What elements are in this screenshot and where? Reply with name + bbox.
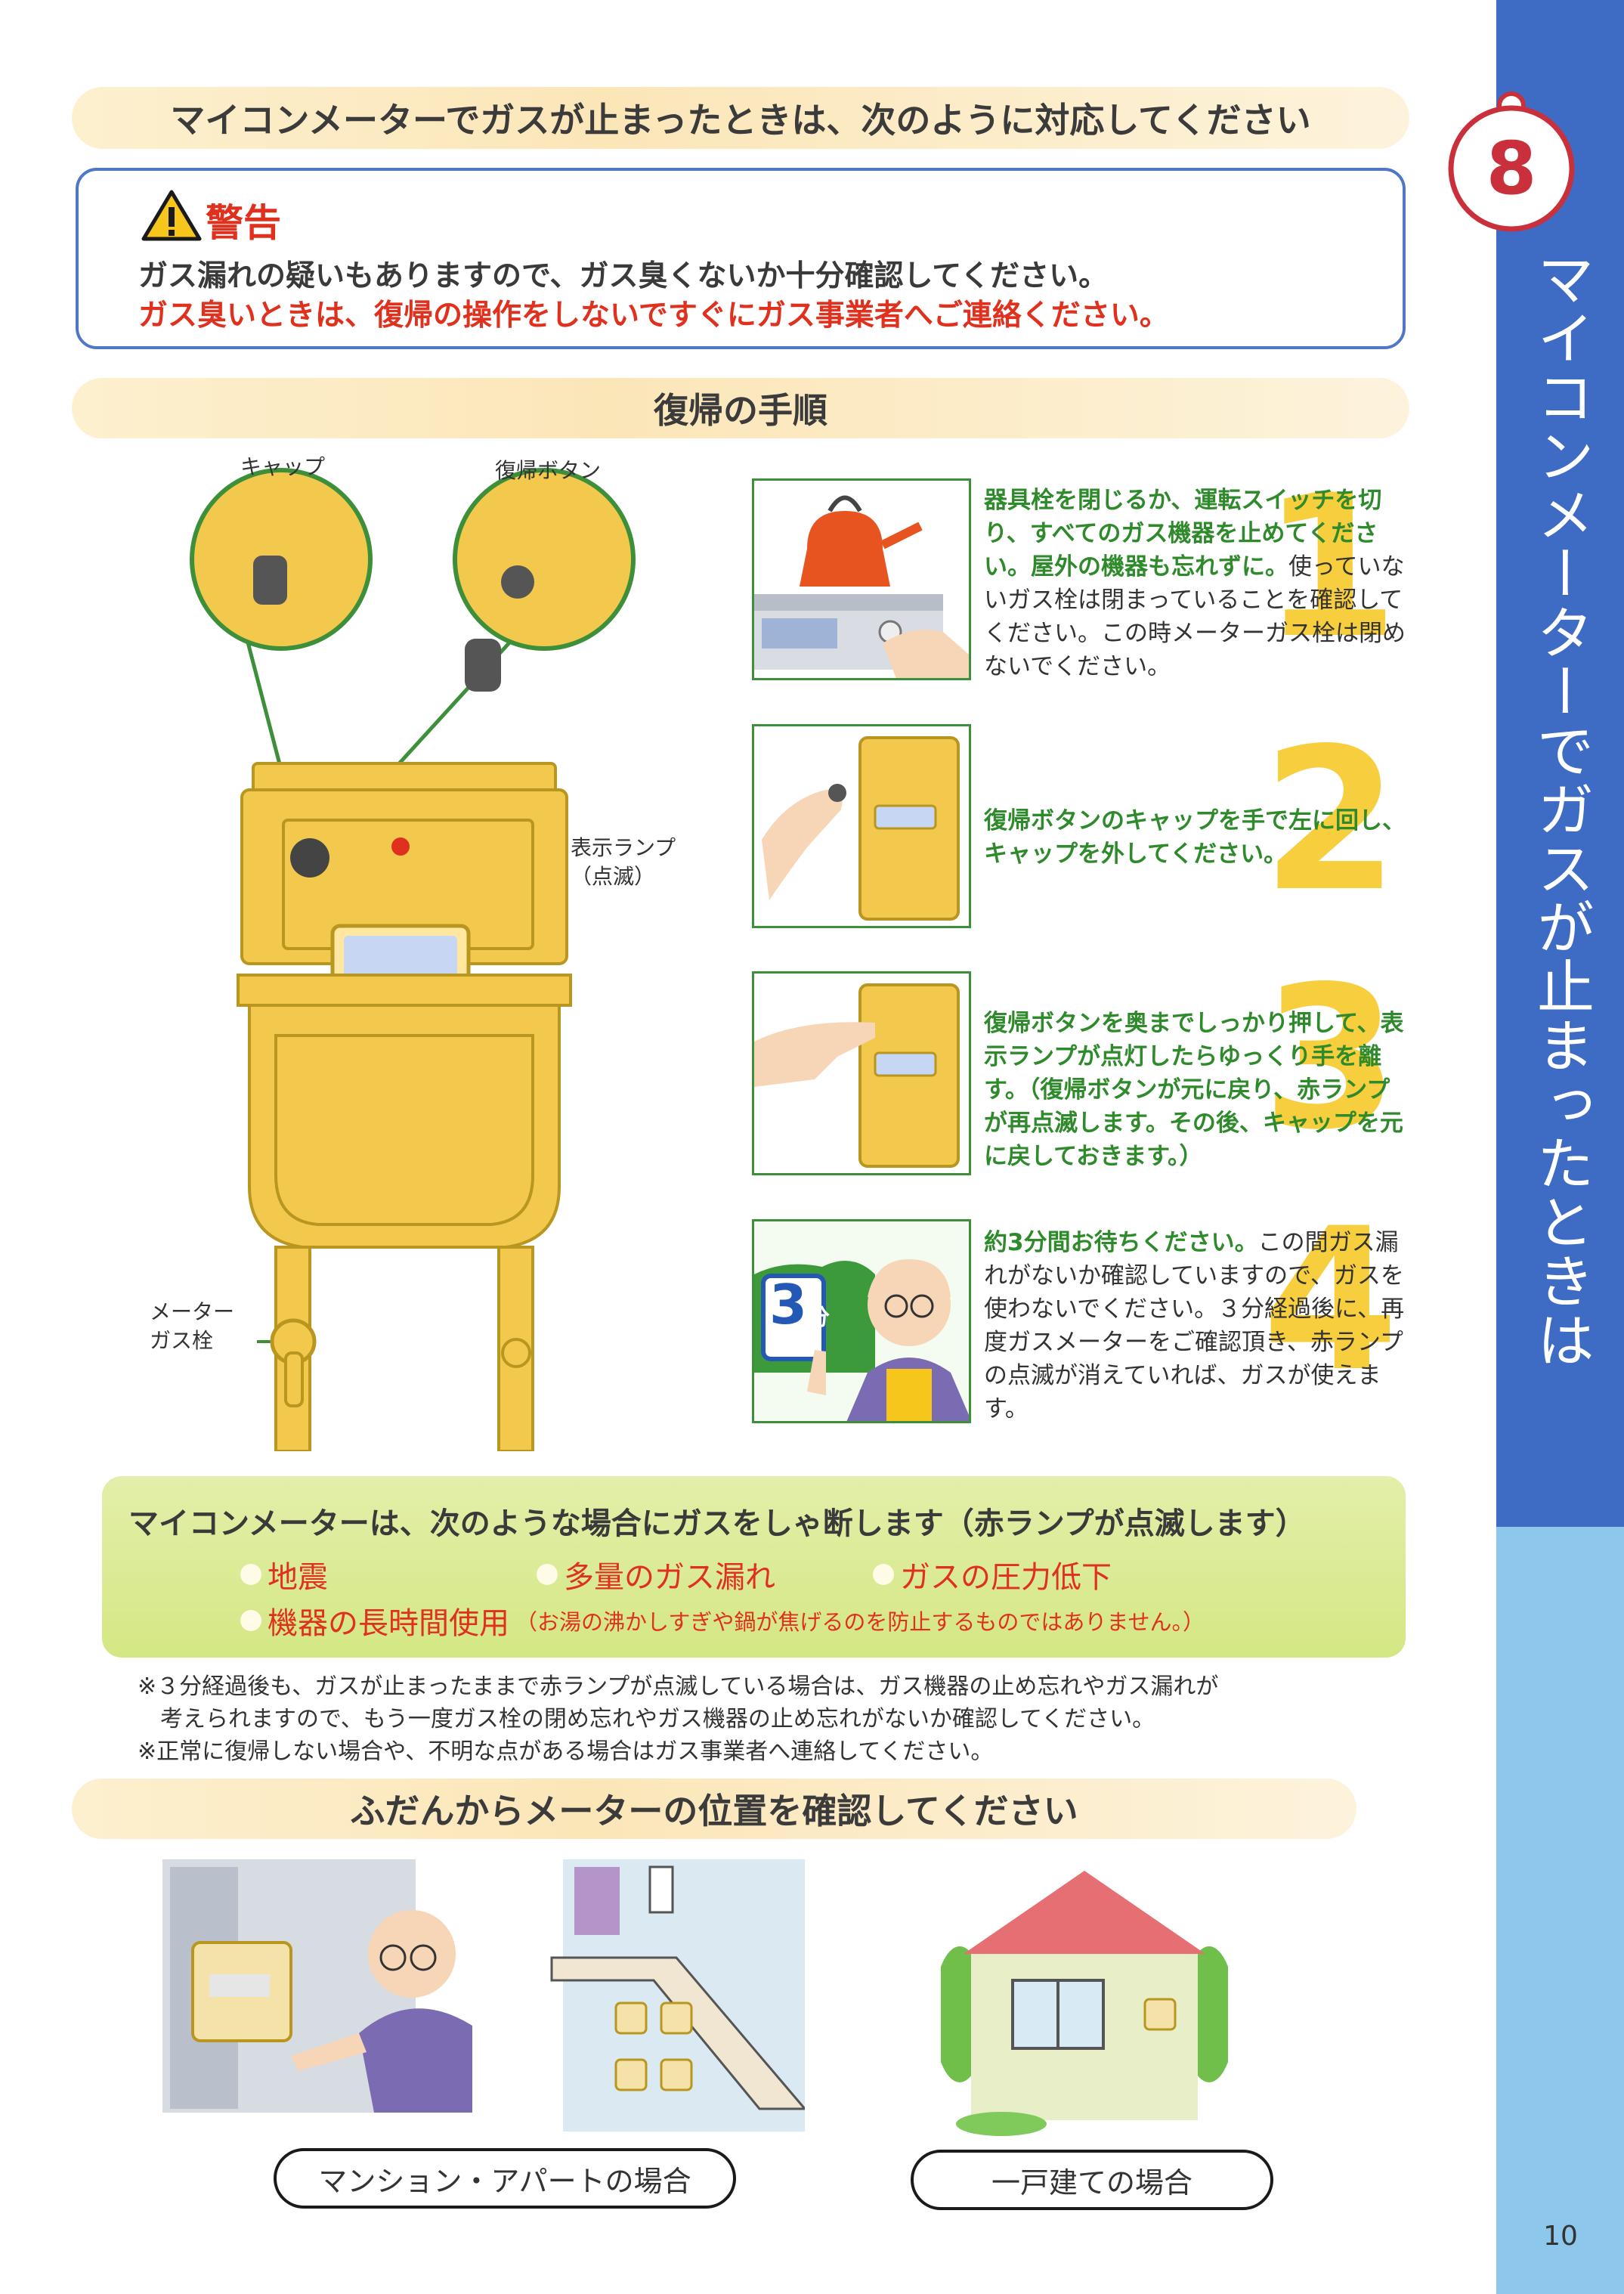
shutoff-item-label: 機器の長時間使用 [268,1606,509,1641]
lamp-label: 表示ランプ [571,835,676,860]
shutoff-item-pressure: ガスの圧力低下 [873,1553,1112,1596]
step-2-text: 復帰ボタンのキャップを手で左に回し、キャップを外してください。 [984,804,1407,871]
bullet-icon [240,1610,261,1631]
house-illustration [941,1871,1228,2136]
bullet-icon [873,1564,894,1585]
step-1-image [752,478,971,680]
bullet-icon [240,1564,261,1585]
note-2: ※正常に復帰しない場合や、不明な点がある場合はガス事業者へ連絡してください。 [138,1738,994,1765]
wait-badge-number: 3 [769,1273,808,1336]
step-1-text: 器具栓を閉じるか、運転スイッチを切り、すべてのガス機器を止めてください。屋外の機… [984,484,1407,683]
apartment-illustration [162,1859,805,2131]
warning-box [76,168,1406,349]
step-4-emphasis: 約3分間お待ちください。 [984,1229,1258,1256]
shutoff-item-note: （お湯の沸かしすぎや鍋が焦げるのを防止するものではありません。） [515,1609,1205,1635]
note-1-line-2: 考えられますので、もう一度ガス栓の閉め忘れやガス機器の止め忘れがないか確認してく… [160,1706,1155,1732]
shutoff-item-label: 地震 [268,1560,328,1595]
gas-meter-illustration [190,468,636,1451]
shutoff-box [102,1476,1406,1658]
lamp-label-sub: （点滅） [571,864,656,889]
step-2-image [752,724,971,928]
chapter-number: 8 [1486,126,1537,211]
step-number-2: 2 [1262,707,1399,935]
warning-icon [141,190,202,241]
step-number-1: 1 [1262,454,1399,682]
house-caption: 一戸建ての場合 [911,2150,1273,2210]
warning-title: 警告 [206,201,281,245]
reset-button-label: 復帰ボタン [495,458,602,483]
step-1-detail: 使っていないガス栓は閉まっていることを確認してください。この時メーターガス栓は閉… [984,553,1406,680]
page-title: マイコンメーターでガスが止まったときは、次のように対応してください [72,87,1409,149]
warning-line-2: ガス臭いときは、復帰の操作をしないですぐにガス事業者へご連絡ください。 [138,299,1169,333]
shutoff-item-long-use: 機器の長時間使用（お湯の沸かしすぎや鍋が焦げるのを防止するものではありません。） [240,1599,1205,1642]
shutoff-item-earthquake: 地震 [240,1553,328,1596]
sidebar-title: マイコンメーターでガスが止まったときは [1527,249,1595,1370]
location-title: ふだんからメーターの位置を確認してください [72,1779,1356,1839]
bullet-icon [537,1564,558,1585]
step-3-emphasis: 復帰ボタンを奥までしっかり押して、表示ランプが点灯したらゆっくり手を離す。（復帰… [984,1010,1404,1170]
procedure-title: 復帰の手順 [72,378,1409,438]
shutoff-item-leak: 多量のガス漏れ [537,1553,775,1596]
shutoff-item-label: ガスの圧力低下 [900,1560,1112,1595]
page-number: 10 [1543,2221,1578,2252]
sidebar-band [1496,0,1624,1527]
valve-label: メーター [150,1299,235,1324]
step-2-emphasis: 復帰ボタンのキャップを手で左に回し、キャップを外してください。 [984,807,1406,868]
chapter-badge: 8 [1448,91,1575,232]
step-4-image [752,1219,971,1423]
sidebar-band-lower [1496,1527,1624,2294]
shutoff-item-label: 多量のガス漏れ [564,1560,775,1595]
step-1-emphasis: 器具栓を閉じるか、運転スイッチを切り、すべてのガス機器を止めてください。屋外の機… [984,487,1382,580]
step-4-text: 約3分間お待ちください。この間ガス漏れがないか確認していますので、ガスを使わない… [984,1226,1407,1426]
step-number-4: 4 [1262,1187,1399,1415]
wait-badge-unit: 分 [807,1305,830,1331]
valve-label-sub: ガス栓 [150,1328,214,1353]
step-4-detail: この間ガス漏れがないか確認していますので、ガスを使わないでください。３分経過後に… [984,1229,1405,1423]
cap-label: キャップ [240,454,326,479]
apartment-caption: マンション・アパートの場合 [274,2148,736,2209]
step-3-text: 復帰ボタンを奥までしっかり押して、表示ランプが点灯したらゆっくり手を離す。（復帰… [984,1007,1407,1173]
warning-line-1: ガス漏れの疑いもありますので、ガス臭くないか十分確認してください。 [138,259,1109,293]
step-number-3: 3 [1262,945,1399,1173]
note-1-line-1: ※３分経過後も、ガスが止まったままで赤ランプが点滅している場合は、ガス機器の止め… [138,1673,1219,1700]
step-3-image [752,971,971,1175]
shutoff-title: マイコンメーターは、次のような場合にガスをしゃ断します（赤ランプが点滅します） [128,1506,1306,1541]
